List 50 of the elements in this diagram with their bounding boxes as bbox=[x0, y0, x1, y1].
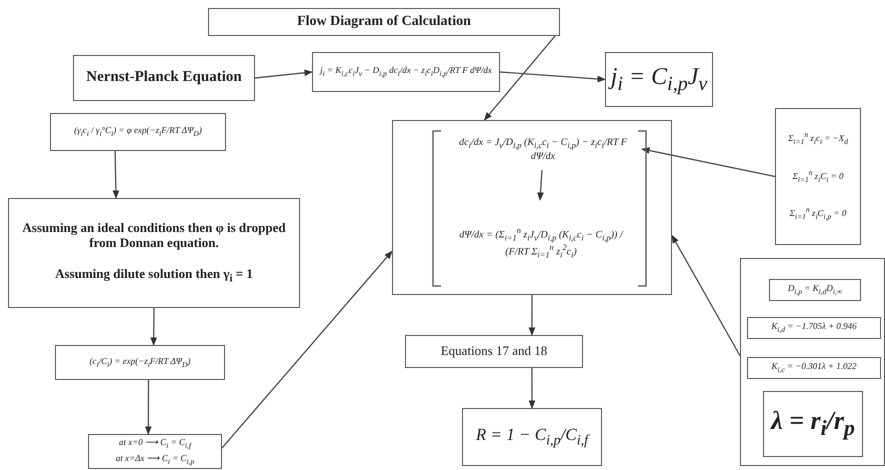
process-box bbox=[73, 55, 255, 101]
node-text: Assuming an ideal conditions then φ is dropped from Donnan equation. bbox=[21, 221, 287, 251]
node-text: Σ$_{i=1}$$^{n}$ z$_{i}$c$_{i}$ = −X$_{d}$ bbox=[788, 131, 848, 147]
equation-box bbox=[55, 345, 225, 380]
node-text: λ = r$_{i}$/r$_{p}$ bbox=[771, 406, 855, 442]
arrow bbox=[671, 234, 741, 356]
arrow bbox=[537, 170, 544, 201]
process-box bbox=[405, 335, 583, 368]
equation-box bbox=[605, 52, 713, 107]
node-text: (c$_{i}$/C$_{i}$) = exp(−z$_{i}$F/RT ΔΨ$_{D}$) bbox=[89, 356, 191, 370]
process-box bbox=[8, 198, 300, 308]
equation-box bbox=[50, 113, 226, 151]
arrow bbox=[641, 147, 776, 178]
arrow bbox=[500, 71, 606, 82]
node-text: K$_{i,d}$ = −1.705λ + 0.946 bbox=[771, 321, 857, 335]
title-text: Flow Diagram of Calculation bbox=[297, 14, 471, 30]
node-text: D$_{i,p}$ = K$_{i,d}$D$_{i,∞}$ bbox=[788, 283, 842, 297]
arrow bbox=[254, 69, 313, 79]
node-text: K$_{i,c}$ = −0.301λ + 1.022 bbox=[772, 361, 856, 375]
arrow bbox=[150, 308, 158, 346]
arrow bbox=[222, 250, 393, 448]
node-text: R = 1 − C$_{i,p}$/C$_{i,f}$ bbox=[476, 425, 588, 449]
node-text: Σ$_{i=1}$$^{n}$ z$_{i}$C$_{i,p}$ = 0 bbox=[790, 206, 846, 222]
node-text: Equations 17 and 18 bbox=[440, 344, 548, 359]
node-text: Σ$_{i=1}$$^{n}$ z$_{i}$C$_{i}$ = 0 bbox=[792, 168, 844, 184]
equation-box bbox=[769, 279, 861, 301]
equation-box bbox=[747, 357, 881, 379]
equation-box bbox=[312, 52, 500, 92]
equation-box bbox=[763, 391, 863, 457]
equation-box bbox=[88, 434, 222, 469]
node-text: j$_{i}$ = C$_{i,p}$J$_{v}$ bbox=[610, 64, 708, 96]
node-text: Nernst-Planck Equation bbox=[86, 69, 242, 87]
arrow bbox=[528, 368, 536, 409]
equation-box bbox=[462, 408, 602, 466]
group-box bbox=[392, 120, 672, 295]
title-box bbox=[208, 8, 560, 36]
node-text: j$_{i}$ = K$_{i,c}$c$_{i}$J$_{v}$ − D$_{i,p}$ dc$_{i}$/dx − z$_{i}$c$_{i}$D$_{i,p}$/RT F dΨ/dx bbox=[320, 65, 492, 79]
node-text: at x=Δx ⟶ C$_{i}$ = C$_{i,p}$ bbox=[116, 452, 194, 466]
arrow bbox=[484, 36, 556, 121]
arrow bbox=[144, 380, 152, 435]
equation-box bbox=[775, 108, 861, 245]
node-text: (γ$_{i}$c$_{i}$ / γ$_{i}$°C$_{i}$) = φ exp(−z$_{i}$F/RT ΔΨ$_{D}$) bbox=[74, 125, 202, 139]
equation-box bbox=[747, 317, 881, 339]
arrow bbox=[528, 295, 536, 336]
node-text: at x=0 ⟶ C$_{i}$ = C$_{i,f}$ bbox=[118, 437, 192, 450]
arrow bbox=[112, 150, 120, 199]
node-text: dΨ/dx = (Σ$_{i=1}$$^{n}$ z$_{i}$J$_{v}$/D$_{i,p}$ (K$_{i,c}$c$_{i}$ − C$_{i,p}$)) / (F/RT Σ$_{i=1}$$^{n}$ z$_{i}$$^{2}$c$_{i}$) bbox=[458, 226, 624, 260]
group-box bbox=[740, 258, 885, 466]
node-text: Assuming dilute solution then γ$_{i}$ = 1 bbox=[55, 266, 253, 285]
node-text: dc$_{i}$/dx = J$_{v}$/D$_{i,p}$ (K$_{i,c}$c$_{i}$ − C$_{i,p}$) − z$_{i}$c$_{i}$/RT F dΨ/dx bbox=[458, 137, 628, 163]
